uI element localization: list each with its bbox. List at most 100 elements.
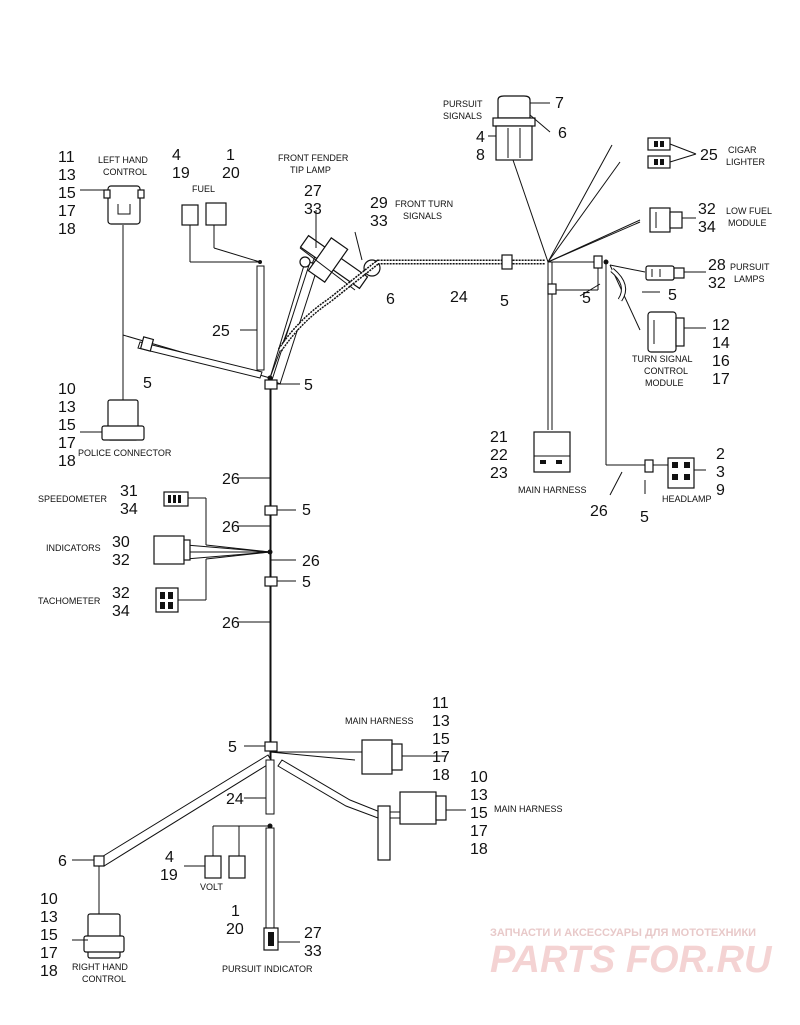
label-right-hand-1: RIGHT HAND	[72, 962, 128, 972]
callout-tip-0: 27	[304, 183, 322, 200]
callout-5-headlamp: 5	[640, 509, 649, 526]
callout-ind-0: 30	[112, 534, 130, 551]
label-fuel: FUEL	[192, 184, 215, 194]
callout-police-4: 18	[58, 453, 76, 470]
watermark-brand: PARTS FOR.RU	[490, 939, 773, 981]
label-front-turn-1: FRONT TURN	[395, 199, 453, 209]
callout-ps-right: 6	[558, 125, 567, 142]
clip-left	[139, 336, 155, 352]
main-harness-b-connector	[377, 791, 447, 861]
label-headlamp: HEADLAMP	[662, 494, 712, 504]
callout-main-upper-2: 23	[490, 465, 508, 482]
callout-tsm-0: 12	[712, 317, 730, 334]
callout-main-a-0: 11	[432, 695, 449, 712]
callout-lhc-3: 17	[58, 203, 76, 220]
leader-lines	[72, 102, 706, 943]
callout-lhc-4: 18	[58, 221, 76, 238]
clip-trunk-2	[264, 505, 278, 516]
tachometer-connector	[155, 587, 179, 613]
callout-lowfuel-1: 34	[698, 219, 716, 236]
callout-headlamp-1: 3	[716, 464, 725, 481]
callout-plamps-1: 32	[708, 275, 726, 292]
callout-lhc-2: 15	[58, 185, 76, 202]
label-low-fuel-1: LOW FUEL	[726, 206, 772, 216]
sheath-right-hand	[99, 754, 273, 867]
callout-5g: 5	[302, 574, 311, 591]
label-tsm-3: MODULE	[645, 378, 684, 388]
callout-ind-1: 32	[112, 552, 130, 569]
conduit-pursuit-indicator	[265, 827, 275, 929]
label-tachometer: TACHOMETER	[38, 596, 101, 606]
callout-6: 6	[386, 291, 395, 308]
conduit-24-lower	[265, 759, 275, 815]
callout-main-b-4: 18	[470, 841, 488, 858]
callout-5b: 5	[304, 377, 313, 394]
callout-5a: 5	[143, 375, 152, 392]
callout-fuel-l1: 19	[172, 165, 190, 182]
callout-tacho-1: 34	[112, 603, 130, 620]
callout-lowfuel-0: 32	[698, 201, 716, 218]
callout-fuel-r1: 20	[222, 165, 240, 182]
turn-signal-control-module	[647, 311, 685, 353]
callout-lhc-0: 11	[58, 149, 75, 166]
watermark-tagline: ЗАПЧАСТИ И АКСЕССУАРЫ ДЛЯ МОТОТЕХНИКИ	[490, 927, 756, 939]
right-hand-control-connector	[83, 855, 125, 959]
volt-connector-left	[204, 855, 222, 879]
sheath-left	[137, 341, 263, 379]
main-trunk	[269, 380, 272, 760]
callout-rhc-1: 13	[40, 909, 58, 926]
callout-turn-0: 29	[370, 195, 388, 212]
junction-volt	[267, 823, 273, 829]
callout-rhc-3: 17	[40, 945, 58, 962]
label-cigar-1: CIGAR	[728, 145, 757, 155]
label-indicators: INDICATORS	[46, 543, 101, 553]
callout-main-b-0: 10	[470, 769, 488, 786]
callout-main-a-2: 15	[432, 731, 450, 748]
callout-volt-b0: 1	[231, 903, 240, 920]
label-tsm-2: CONTROL	[644, 366, 688, 376]
callout-plamps-0: 28	[708, 257, 726, 274]
conduit-24-upper-core	[279, 261, 545, 351]
callout-main-upper-0: 21	[490, 429, 508, 446]
headlamp-connector	[644, 457, 695, 489]
label-main-harness-upper: MAIN HARNESS	[518, 485, 587, 495]
label-tip-lamp-2: TIP LAMP	[290, 165, 331, 175]
clip-trunk-3	[264, 576, 278, 587]
junction-upper-left	[267, 375, 273, 381]
main-harness-a-connector	[361, 739, 403, 775]
callout-5d: 5	[582, 290, 591, 307]
callout-tip-1: 33	[304, 201, 322, 218]
callout-5f: 5	[302, 502, 311, 519]
conduit-25	[256, 265, 265, 371]
callout-24: 24	[450, 289, 468, 306]
callout-speedo-0: 31	[120, 483, 138, 500]
pursuit-lamps-connector	[645, 265, 685, 281]
callout-pi-1: 33	[304, 943, 322, 960]
callout-police-3: 17	[58, 435, 76, 452]
speedometer-connector	[163, 491, 189, 507]
callout-police-1: 13	[58, 399, 76, 416]
label-front-turn-2: SIGNALS	[403, 211, 442, 221]
callout-26-headlamp: 26	[590, 503, 608, 520]
indicators-connector	[153, 535, 191, 565]
fuel-connector-left	[181, 204, 199, 226]
callout-cigar: 25	[700, 147, 718, 164]
lower-branches	[212, 751, 362, 856]
callout-26b: 26	[222, 519, 240, 536]
callout-pi-0: 27	[304, 925, 322, 942]
clip-trunk-4	[264, 741, 278, 752]
main-harness-upper-connector	[533, 431, 571, 473]
label-main-harness-a: MAIN HARNESS	[345, 716, 414, 726]
instrument-wires	[178, 497, 271, 601]
label-speedometer: SPEEDOMETER	[38, 494, 108, 504]
label-cigar-2: LIGHTER	[726, 157, 766, 167]
callout-headlamp-0: 2	[716, 446, 725, 463]
callout-tsm-2: 16	[712, 353, 730, 370]
callout-speedo-1: 34	[120, 501, 138, 518]
callout-main-upper-1: 22	[490, 447, 508, 464]
tip-lamp-conduit	[271, 261, 319, 385]
clip-upper-1	[501, 254, 513, 270]
callout-police-2: 15	[58, 417, 76, 434]
callout-lhc-1: 13	[58, 167, 76, 184]
